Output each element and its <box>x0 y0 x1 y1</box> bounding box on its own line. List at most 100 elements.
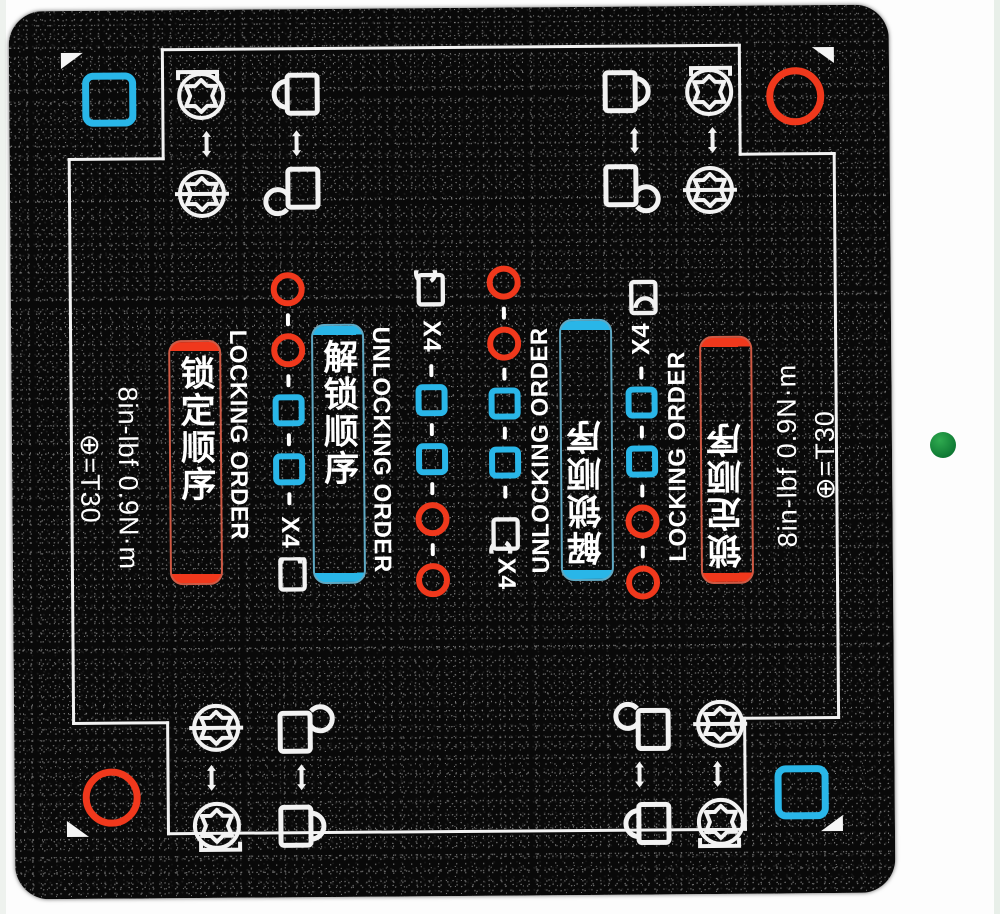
sequence-dash <box>501 306 506 320</box>
sequence-right-locking: X4 <box>616 276 669 600</box>
torx-screw-unlocked-icon <box>184 700 246 758</box>
padlock-open-icon <box>413 269 446 307</box>
sequence-dash <box>429 363 434 377</box>
sequence-node-blue-square <box>415 442 449 475</box>
locking-order-label-right: LOCKING ORDER <box>663 351 692 562</box>
sequence-dash <box>430 481 435 495</box>
sequence-dash <box>286 433 291 447</box>
icon-pair-torx-bottom-right <box>682 696 753 853</box>
torx-screw-locked-icon <box>677 62 739 120</box>
double-arrow-icon <box>634 761 645 788</box>
sequence-dash <box>639 425 644 439</box>
torx-screw-unlocked-icon <box>172 164 234 222</box>
torx-screw-locked-icon <box>171 66 233 124</box>
spec-torque-right: 8in-lbf 0.9N·m <box>771 363 803 548</box>
sequence-node-blue-square <box>272 394 305 427</box>
corner-triangle-bottom-right <box>820 814 843 832</box>
double-arrow-icon <box>292 130 302 157</box>
sequence-left-locking: X4 <box>263 272 316 599</box>
frame-right-notch2 <box>743 715 841 720</box>
sequence-dash <box>429 422 434 436</box>
padlock-closed-icon <box>613 794 675 852</box>
unlocking-order-box-right: 解锁顺序 <box>558 318 615 582</box>
frame-left-lower <box>166 721 171 836</box>
corner-triangle-bottom-left <box>66 820 90 838</box>
sequence-node-blue-square <box>488 387 521 420</box>
sequence-node-red-circle <box>415 501 450 536</box>
torx-screw-unlocked-icon <box>678 160 740 218</box>
corner-triangle-top-right <box>811 46 834 64</box>
spec-driver-right: ⊕=T30 <box>809 410 841 501</box>
icon-pair-padlock-bottom-left <box>266 699 337 856</box>
sequence-node-red-circle <box>415 562 451 597</box>
sequence-dash <box>287 492 292 506</box>
sequence-dash <box>502 426 507 440</box>
icon-pair-padlock-bottom-right <box>604 696 675 853</box>
icon-pair-padlock-top-right <box>599 62 670 219</box>
corner-triangle-top-left <box>60 52 83 70</box>
padlock-closed-icon <box>261 65 323 123</box>
sequence-dash <box>639 366 644 380</box>
sequence-node-red-circle <box>486 265 521 300</box>
padlock-closed-icon <box>278 556 307 592</box>
locking-order-box-left: 锁定顺序 <box>168 339 224 586</box>
green-status-dot <box>930 432 956 458</box>
padlock-closed-icon <box>629 279 658 316</box>
padlock-open-icon <box>489 517 520 554</box>
icon-pair-torx-top-right <box>677 62 748 219</box>
frame-left-notch2 <box>72 721 170 725</box>
padlock-open-icon <box>612 696 674 754</box>
sequence-node-red-circle <box>625 503 660 539</box>
spec-text-right: ⊕=T30 8in-lbf 0.9N·m <box>771 305 842 606</box>
sequence-node-blue-square <box>488 446 522 479</box>
unlocking-order-label-right: UNLOCKING ORDER <box>526 327 555 574</box>
sequence-node-red-circle <box>625 564 661 600</box>
frame-left-notch <box>67 157 165 162</box>
torx-screw-locked-icon <box>185 798 247 856</box>
sequence-node-blue-square <box>273 453 306 486</box>
sequence-node-red-circle <box>487 326 522 361</box>
sequence-node-blue-square <box>415 383 448 416</box>
unlocking-order-box-left: 解锁顺序 <box>310 323 367 585</box>
icon-pair-padlock-top-left <box>261 65 332 222</box>
sequence-dash <box>430 542 435 556</box>
frame-left-upper <box>160 48 165 161</box>
sequence-dash <box>286 374 291 388</box>
unlocking-order-label-left: UNLOCKING ORDER <box>367 326 396 573</box>
corner-marker-top-left <box>82 72 137 127</box>
padlock-open-icon <box>600 160 662 218</box>
double-arrow-icon <box>296 764 307 791</box>
count-label-right-locking: X4 <box>626 322 655 356</box>
padlock-closed-icon <box>599 62 661 120</box>
spec-driver-left: ⊕=T30 <box>74 433 106 524</box>
sequence-node-red-circle <box>270 272 305 307</box>
sequence-right-unlocking: X4 <box>479 265 532 594</box>
sequence-dash <box>503 485 508 499</box>
sequence-dash <box>285 313 291 327</box>
locking-order-box-right: 锁定顺序 <box>699 335 755 585</box>
sequence-dash <box>640 484 645 498</box>
instruction-label-panel: ⊕=T30 8in-lbf 0.9N·m 锁定顺序 LOCKING ORDER … <box>8 4 896 900</box>
double-arrow-icon <box>206 764 217 791</box>
double-arrow-icon <box>630 127 640 154</box>
sequence-node-blue-square <box>625 444 659 478</box>
double-arrow-icon <box>708 126 718 153</box>
spec-torque-left: 8in-lbf 0.9N·m <box>112 386 144 571</box>
frame-right-notch <box>738 151 836 156</box>
sequence-node-red-circle <box>271 333 306 368</box>
torx-screw-unlocked-icon <box>690 696 752 754</box>
padlock-closed-icon <box>275 797 337 855</box>
count-label-left-locking: X4 <box>276 516 305 549</box>
spec-text-left: ⊕=T30 8in-lbf 0.9N·m <box>73 328 144 629</box>
double-arrow-icon <box>712 760 723 787</box>
corner-marker-bottom-right <box>774 765 829 820</box>
frame-top <box>160 43 741 52</box>
locking-order-label-left: LOCKING ORDER <box>224 329 253 541</box>
sequence-dash <box>640 545 645 559</box>
padlock-open-icon <box>262 163 324 221</box>
sequence-node-blue-square <box>625 385 658 419</box>
corner-marker-top-right <box>765 67 825 126</box>
count-label-left-unlocking: X4 <box>417 320 446 353</box>
corner-marker-bottom-left <box>82 768 141 827</box>
icon-pair-torx-top-left <box>171 66 242 223</box>
